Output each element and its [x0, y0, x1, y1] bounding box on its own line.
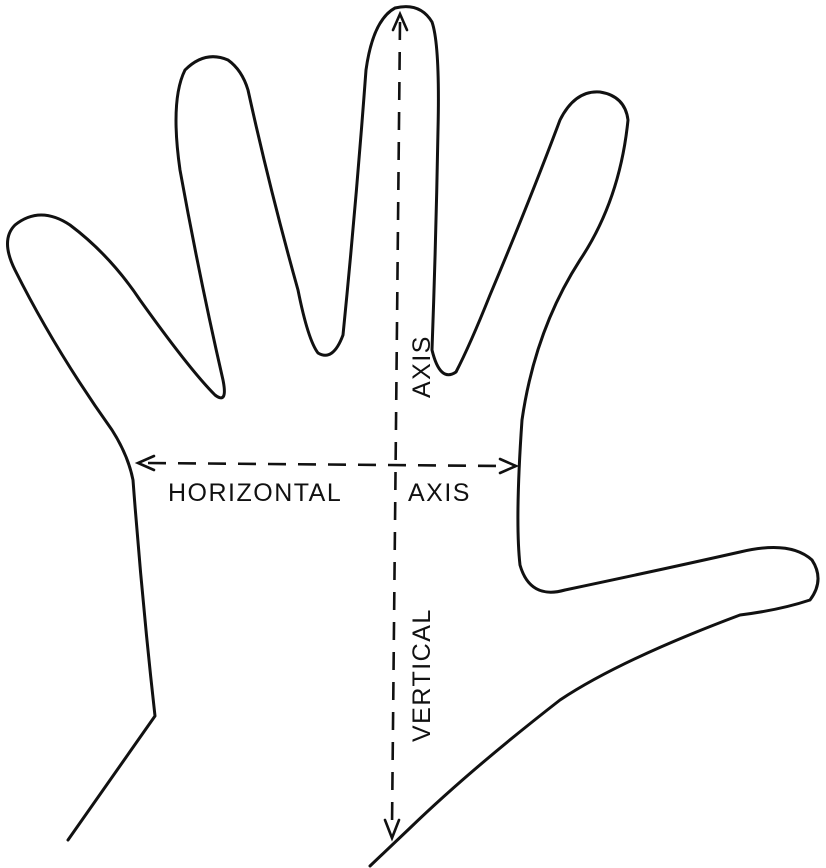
vertical-axis-arrow-bottom [385, 820, 399, 838]
vertical-axis-line [392, 22, 400, 826]
horizontal-axis-label-left: HORIZONTAL [168, 479, 342, 507]
horizontal-axis-arrow-right [500, 459, 516, 473]
horizontal-axis-line [148, 463, 506, 466]
vertical-axis-label-upper: AXIS [408, 335, 436, 398]
horizontal-axis-label-right: AXIS [408, 479, 471, 507]
vertical-axis-label-lower: VERTICAL [408, 608, 436, 742]
